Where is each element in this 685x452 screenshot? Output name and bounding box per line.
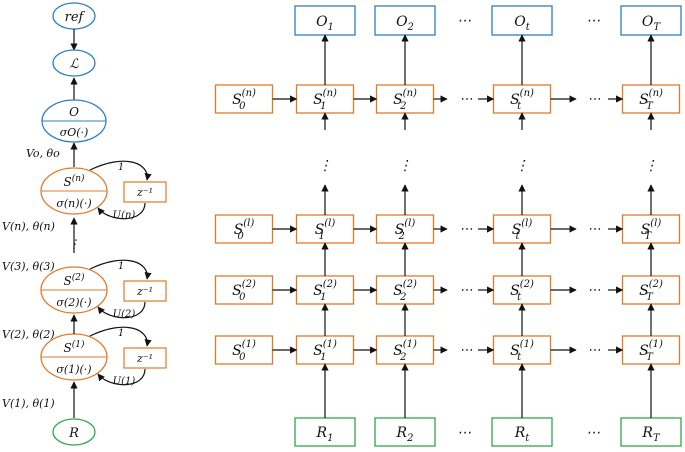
input-ellipsis-4: ⋯ bbox=[586, 425, 600, 441]
input-label-0: R1 bbox=[316, 425, 334, 444]
delay-box-1 bbox=[123, 280, 167, 302]
left-vdots: ⋮ bbox=[68, 237, 80, 251]
output-label-0: O1 bbox=[316, 14, 334, 33]
h-dots-r3-a: ⋯ bbox=[460, 343, 473, 358]
output-node-top: O bbox=[69, 105, 79, 119]
delay-label-0: z⁻¹ bbox=[136, 186, 153, 199]
state-label-r0-c1: S(n)1 bbox=[313, 88, 337, 112]
state-label-r3-c0: S(1)0 bbox=[232, 339, 256, 363]
loop-u-2: U(1) bbox=[113, 376, 136, 387]
input-node bbox=[52, 418, 96, 446]
vn-label: V(n), θ(n) bbox=[2, 220, 55, 233]
output-ellipsis-4: ⋯ bbox=[586, 13, 600, 29]
state-label-r2-c1: S(2)1 bbox=[313, 279, 337, 303]
layer-state-0: S(n) bbox=[63, 173, 85, 189]
state-cell-r0-c0 bbox=[214, 84, 274, 114]
state-label-r2-c2: S(2)2 bbox=[393, 279, 417, 303]
h-dots-r2-b: ⋯ bbox=[588, 283, 601, 298]
loss-label: ℒ bbox=[69, 57, 79, 72]
state-label-r3-c3: S(1)t bbox=[510, 339, 534, 363]
loop-in-0 bbox=[97, 202, 146, 220]
delay-label-2: z⁻¹ bbox=[136, 352, 153, 365]
h-dots-r0-a: ⋯ bbox=[460, 92, 473, 107]
state-label-r0-c4: S(n)T bbox=[639, 88, 663, 112]
output-box-1 bbox=[374, 5, 436, 36]
output-ellipsis-2: ⋯ bbox=[457, 13, 471, 29]
delay-box-0 bbox=[123, 181, 167, 203]
output-label-5: OT bbox=[642, 14, 661, 33]
ref-label: ref bbox=[65, 10, 86, 25]
loop-u-0: U(n) bbox=[113, 210, 136, 221]
layer-state-2: S(1) bbox=[64, 339, 85, 355]
state-cell-r2-c0 bbox=[214, 275, 274, 305]
unrolled-network: O1 O2 ⋯ Ot ⋯ OT R1 R2 ⋯ Rt ⋯ RT S(n)0 S(n)1 S(n)2 S(n)t… bbox=[214, 5, 682, 447]
delay-box-2 bbox=[123, 347, 167, 369]
state-label-r1-c2: S(l)2 bbox=[395, 218, 416, 242]
v-dots-c3: ⋮ bbox=[515, 158, 529, 174]
input-label-1: R2 bbox=[396, 425, 414, 444]
state-label-r2-c4: S(2)T bbox=[639, 279, 663, 303]
state-label-r1-c4: S(l)T bbox=[641, 218, 662, 242]
layer-state-1: S(2) bbox=[64, 272, 85, 288]
loss-node bbox=[52, 49, 96, 77]
loop-one-2: 1 bbox=[118, 328, 124, 339]
state-label-r1-c1: S(l)1 bbox=[315, 218, 336, 242]
loop-u-1: U(2) bbox=[113, 309, 136, 320]
h-dots-r2-a: ⋯ bbox=[460, 283, 473, 298]
state-label-r0-c0: S(n)0 bbox=[232, 88, 256, 112]
state-cell-r3-c2 bbox=[375, 335, 435, 365]
output-label-1: O2 bbox=[396, 14, 414, 33]
v-dots-c4: ⋮ bbox=[644, 158, 658, 174]
loop-out-2 bbox=[89, 326, 152, 347]
loop-in-2 bbox=[97, 368, 146, 386]
vo-label: Vo, θo bbox=[26, 147, 60, 160]
state-label-r1-c3: S(l)t bbox=[512, 218, 533, 242]
state-cell-r3-c0 bbox=[214, 335, 274, 365]
v3-label: V(3), θ(3) bbox=[2, 260, 55, 273]
state-label-r3-c2: S(1)2 bbox=[393, 339, 417, 363]
state-label-r3-c1: S(1)1 bbox=[313, 339, 337, 363]
loop-one-0: 1 bbox=[118, 162, 124, 173]
state-label-r1-c0: S(l)0 bbox=[234, 218, 255, 242]
state-label-r2-c3: S(2)t bbox=[510, 279, 534, 303]
v-dots-c1: ⋮ bbox=[318, 158, 332, 174]
loop-one-1: 1 bbox=[118, 261, 124, 272]
input-ellipsis-2: ⋯ bbox=[457, 425, 471, 441]
delay-label-1: z⁻¹ bbox=[136, 285, 153, 298]
output-label-3: Ot bbox=[514, 14, 530, 33]
v2-label: V(2), θ(2) bbox=[2, 328, 55, 341]
state-label-r0-c2: S(n)2 bbox=[393, 88, 417, 112]
v-dots-c2: ⋮ bbox=[398, 158, 412, 174]
loop-out-0 bbox=[89, 160, 152, 181]
h-dots-r0-b: ⋯ bbox=[588, 92, 601, 107]
state-label-r0-c3: S(n)t bbox=[510, 88, 534, 112]
h-dots-r1-a: ⋯ bbox=[460, 222, 473, 237]
input-label-3: Rt bbox=[514, 425, 531, 444]
h-dots-r3-b: ⋯ bbox=[588, 343, 601, 358]
input-label-5: RT bbox=[641, 425, 661, 444]
hidden-layers: S(n)σ(n)(·)z⁻¹1U(n)S(2)σ(2)(·)z⁻¹1U(2)S(… bbox=[2, 160, 167, 418]
state-cell-r3-c4 bbox=[621, 335, 681, 365]
layer-activation-0: σ(n)(·) bbox=[56, 197, 91, 210]
layer-activation-2: σ(1)(·) bbox=[56, 363, 91, 376]
input-label: R bbox=[68, 426, 79, 441]
state-label-r3-c4: S(1)T bbox=[639, 339, 663, 363]
h-dots-r1-b: ⋯ bbox=[588, 222, 601, 237]
loop-in-1 bbox=[97, 301, 146, 319]
state-cell-r1-c0 bbox=[214, 214, 274, 244]
loop-out-1 bbox=[89, 259, 152, 280]
output-node-bottom: σO(·) bbox=[60, 126, 89, 139]
v1-label: V(1), θ(1) bbox=[2, 397, 55, 410]
layer-activation-1: σ(2)(·) bbox=[56, 296, 91, 309]
state-label-r2-c0: S(2)0 bbox=[232, 279, 256, 303]
